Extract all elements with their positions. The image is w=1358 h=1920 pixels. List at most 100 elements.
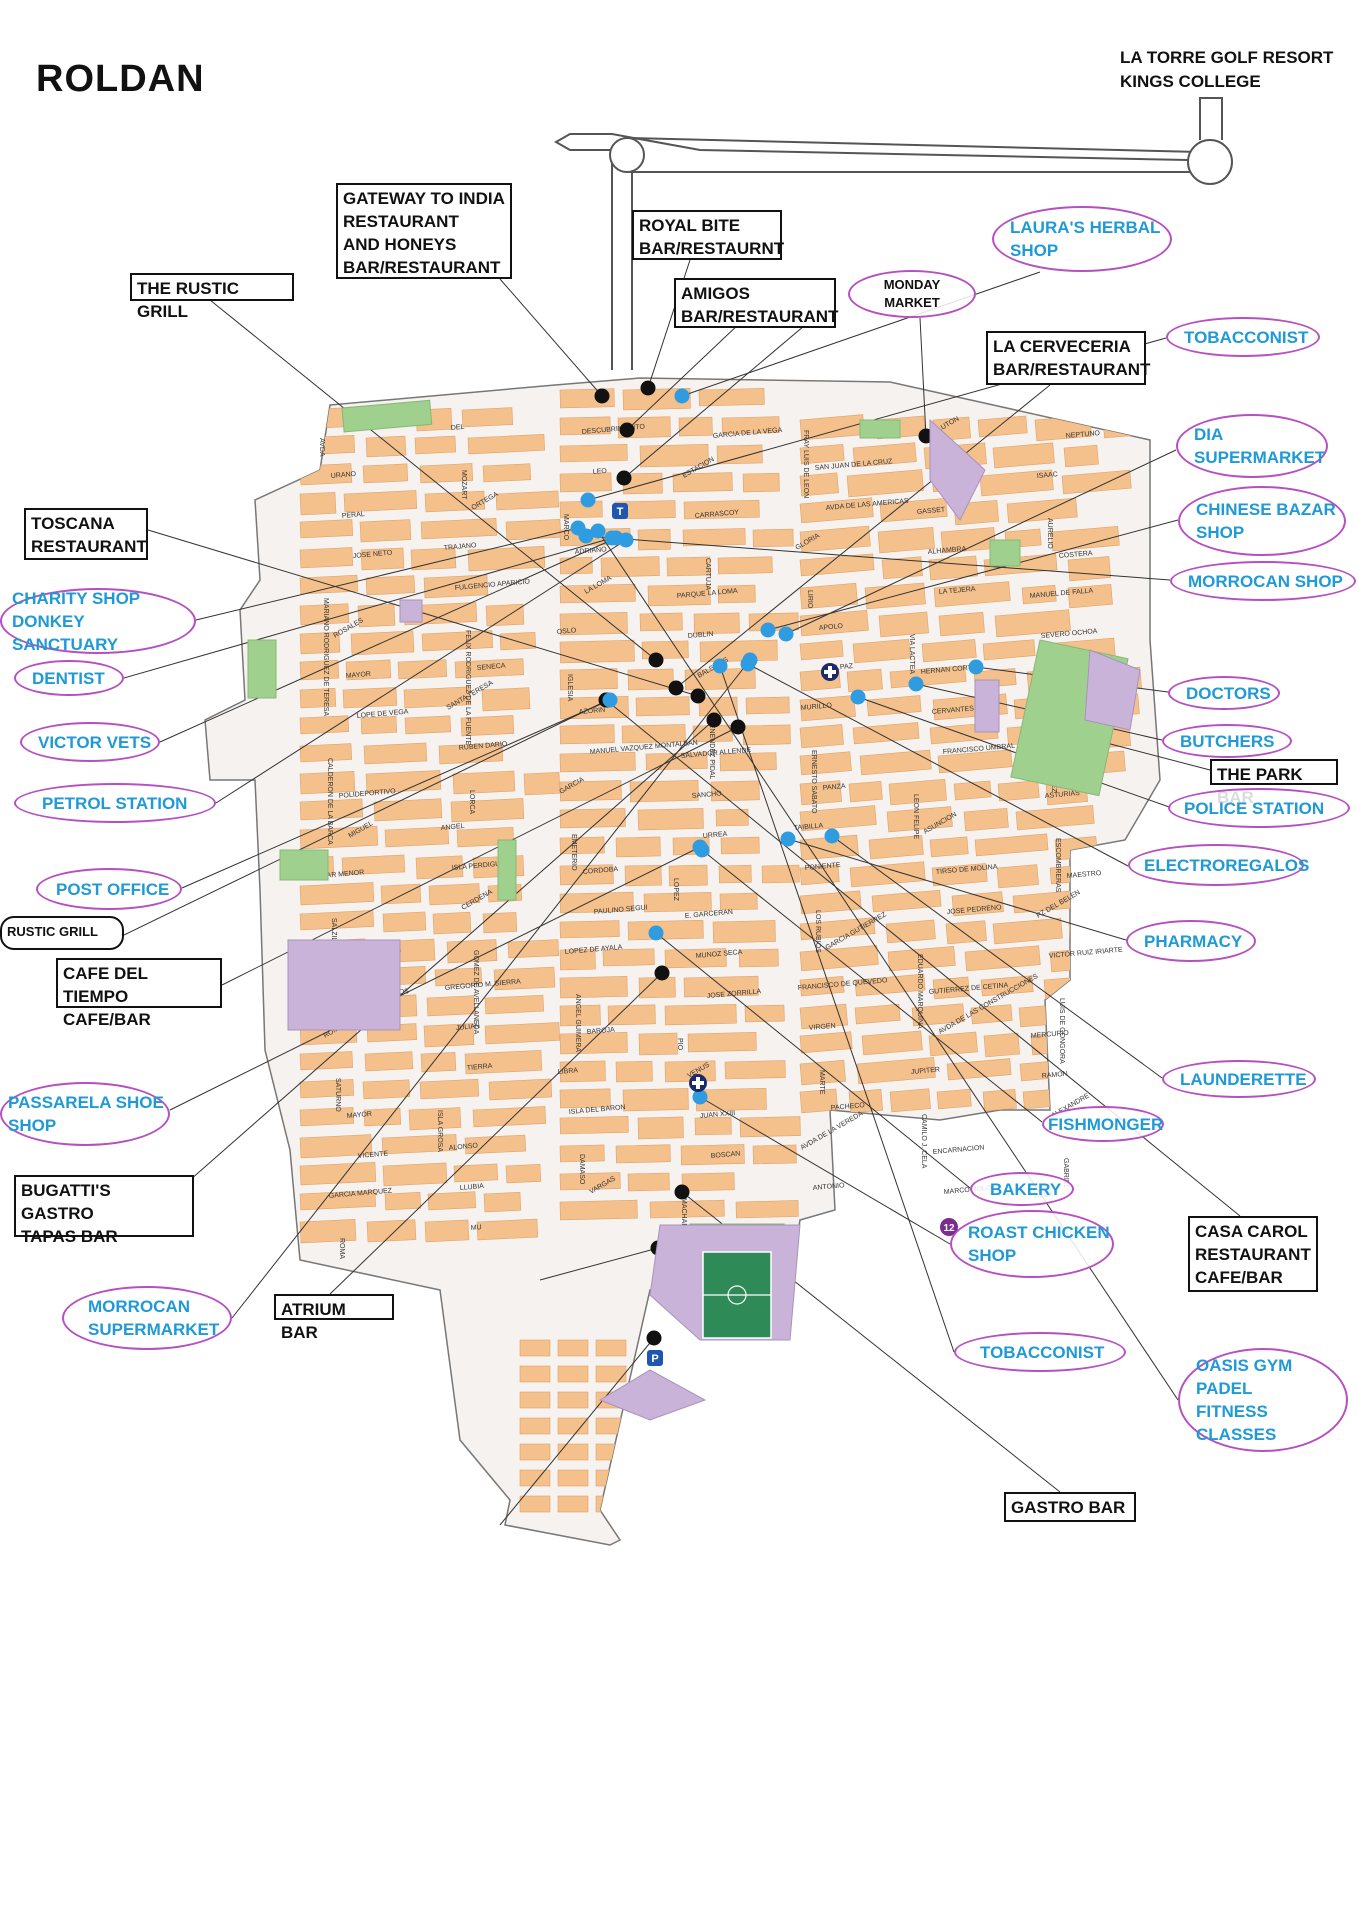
service-marker[interactable] bbox=[580, 492, 596, 508]
label-royal-bite[interactable]: ROYAL BITE BAR/RESTAURNT bbox=[632, 210, 784, 260]
city-block bbox=[519, 1339, 551, 1357]
label-bugattis-gastro[interactable]: BUGATTI'S GASTRO TAPAS BAR bbox=[14, 1175, 194, 1246]
street-label: ANTONIO bbox=[813, 1182, 846, 1192]
leader-line bbox=[785, 449, 1177, 635]
label-the-park-bar[interactable]: THE PARK BAR bbox=[1210, 759, 1338, 807]
label-chinese-bazar[interactable]: CHINESE BAZAR SHOP bbox=[1178, 486, 1346, 556]
service-marker[interactable] bbox=[674, 388, 690, 404]
service-marker[interactable] bbox=[602, 692, 618, 708]
label-gastro-bar[interactable]: GASTRO BAR bbox=[1004, 1492, 1136, 1522]
city-block bbox=[362, 463, 409, 484]
street-label: MUNOZ SECA bbox=[696, 949, 743, 960]
label-charity-shop[interactable]: CHARITY SHOP DONKEY SANCTUARY bbox=[0, 588, 196, 654]
label-la-cerveceria[interactable]: LA CERVECERIA BAR/RESTAURANT bbox=[986, 331, 1150, 385]
label-passarela-shoe[interactable]: PASSARELA SHOE SHOP bbox=[0, 1082, 170, 1146]
city-block bbox=[681, 1172, 735, 1192]
city-block bbox=[602, 948, 655, 967]
city-block bbox=[761, 864, 800, 884]
restaurant-marker[interactable] bbox=[654, 965, 670, 981]
label-launderette[interactable]: LAUNDERETTE bbox=[1162, 1060, 1316, 1098]
restaurant-marker[interactable] bbox=[594, 388, 610, 404]
city-block bbox=[716, 444, 763, 465]
label-pharmacy[interactable]: PHARMACY bbox=[1126, 920, 1256, 962]
street-label: JUAN XXIII bbox=[700, 1110, 736, 1120]
city-block bbox=[856, 1057, 936, 1085]
restaurant-marker[interactable] bbox=[674, 1184, 690, 1200]
label-dentist[interactable]: DENTIST bbox=[14, 660, 124, 696]
label-monday-market[interactable]: MONDAY MARKET bbox=[848, 270, 976, 318]
city-block bbox=[557, 1443, 589, 1461]
label-gateway-to-india[interactable]: GATEWAY TO INDIA RESTAURANT AND HONEYS B… bbox=[336, 183, 512, 279]
label-roast-chicken[interactable]: ROAST CHICKEN SHOP bbox=[950, 1210, 1114, 1278]
label-cafe-del-tiempo[interactable]: CAFE DEL TIEMPO CAFE/BAR bbox=[56, 958, 222, 1029]
label-police-station[interactable]: POLICE STATION bbox=[1168, 788, 1350, 828]
label-fishmonger[interactable]: FISHMONGER bbox=[1042, 1106, 1164, 1142]
label-post-office[interactable]: POST OFFICE bbox=[36, 868, 182, 910]
service-marker[interactable] bbox=[694, 842, 710, 858]
service-marker[interactable] bbox=[778, 626, 794, 642]
street-label: MACHADO bbox=[680, 1198, 687, 1234]
restaurant-marker[interactable] bbox=[646, 1330, 662, 1346]
street-label: CORDOBA bbox=[583, 866, 619, 876]
leader-line bbox=[701, 849, 1043, 1123]
street-label: POLIDEPORTIVO bbox=[339, 788, 397, 800]
service-marker[interactable] bbox=[780, 831, 796, 847]
service-marker[interactable] bbox=[712, 658, 728, 674]
city-block bbox=[607, 1004, 656, 1026]
label-tobacconist-north[interactable]: TOBACCONIST bbox=[1166, 317, 1320, 357]
service-marker[interactable] bbox=[968, 659, 984, 675]
label-toscana[interactable]: TOSCANA RESTAURANT bbox=[24, 508, 148, 560]
city-block bbox=[423, 574, 489, 599]
restaurant-marker[interactable] bbox=[690, 688, 706, 704]
city-block bbox=[799, 1088, 838, 1114]
street-label: IGLESIA bbox=[566, 674, 573, 702]
street-label: MERCURIO bbox=[1031, 1030, 1070, 1040]
label-doctors[interactable]: DOCTORS bbox=[1168, 676, 1280, 710]
restaurant-marker[interactable] bbox=[668, 680, 684, 696]
label-butchers[interactable]: BUTCHERS bbox=[1162, 724, 1292, 758]
service-marker[interactable] bbox=[850, 689, 866, 705]
service-marker[interactable] bbox=[742, 652, 758, 668]
service-marker[interactable] bbox=[590, 523, 606, 539]
restaurant-marker[interactable] bbox=[616, 470, 632, 486]
city-block bbox=[359, 519, 412, 543]
label-lauras-herbal[interactable]: LAURA'S HERBAL SHOP bbox=[992, 206, 1172, 272]
service-marker[interactable] bbox=[570, 520, 586, 536]
restaurant-marker[interactable] bbox=[619, 422, 635, 438]
label-morrocan-shop[interactable]: MORROCAN SHOP bbox=[1170, 561, 1356, 601]
leader-line bbox=[539, 1247, 659, 1281]
label-oasis-gym[interactable]: OASIS GYM PADEL FITNESS CLASSES bbox=[1178, 1348, 1348, 1452]
label-the-rustic-grill[interactable]: THE RUSTIC GRILL bbox=[130, 273, 294, 321]
label-petrol-station[interactable]: PETROL STATION bbox=[14, 783, 216, 823]
city-block bbox=[621, 724, 686, 744]
city-block bbox=[745, 696, 790, 715]
service-marker[interactable] bbox=[692, 1089, 708, 1105]
city-block bbox=[1063, 444, 1099, 468]
city-block bbox=[595, 1417, 627, 1435]
label-morrocan-supermarket[interactable]: MORROCAN SUPERMARKET bbox=[62, 1286, 232, 1350]
service-marker[interactable] bbox=[824, 828, 840, 844]
label-rustic-grill[interactable]: RUSTIC GRILL bbox=[0, 916, 124, 950]
street-label: DEL bbox=[451, 424, 465, 432]
street-label: MARCO POLO bbox=[944, 1185, 992, 1196]
service-marker[interactable] bbox=[618, 532, 634, 548]
restaurant-marker[interactable] bbox=[640, 380, 656, 396]
service-marker[interactable] bbox=[908, 676, 924, 692]
label-bakery[interactable]: BAKERY bbox=[970, 1172, 1074, 1206]
service-marker[interactable] bbox=[760, 622, 776, 638]
service-marker[interactable] bbox=[648, 925, 664, 941]
label-amigos[interactable]: AMIGOS BAR/RESTAURANT bbox=[674, 278, 838, 328]
label-casa-carol[interactable]: CASA CAROL RESTAURANT CAFE/BAR bbox=[1188, 1216, 1318, 1292]
restaurant-marker[interactable] bbox=[730, 719, 746, 735]
city-block bbox=[507, 939, 560, 959]
label-atrium-bar[interactable]: ATRIUM BAR bbox=[274, 1294, 394, 1342]
street-label: SATURNO bbox=[334, 1078, 341, 1112]
restaurant-marker[interactable] bbox=[706, 712, 722, 728]
city-block bbox=[365, 435, 407, 458]
label-victor-vets[interactable]: VICTOR VETS bbox=[20, 722, 160, 762]
city-block bbox=[682, 528, 746, 547]
restaurant-marker[interactable] bbox=[648, 652, 664, 668]
label-dia-supermarket[interactable]: DIA SUPERMARKET bbox=[1176, 414, 1328, 478]
label-electroregalos[interactable]: ELECTROREGALOS bbox=[1128, 844, 1309, 886]
label-tobacconist-south[interactable]: TOBACCONIST bbox=[954, 1332, 1126, 1372]
